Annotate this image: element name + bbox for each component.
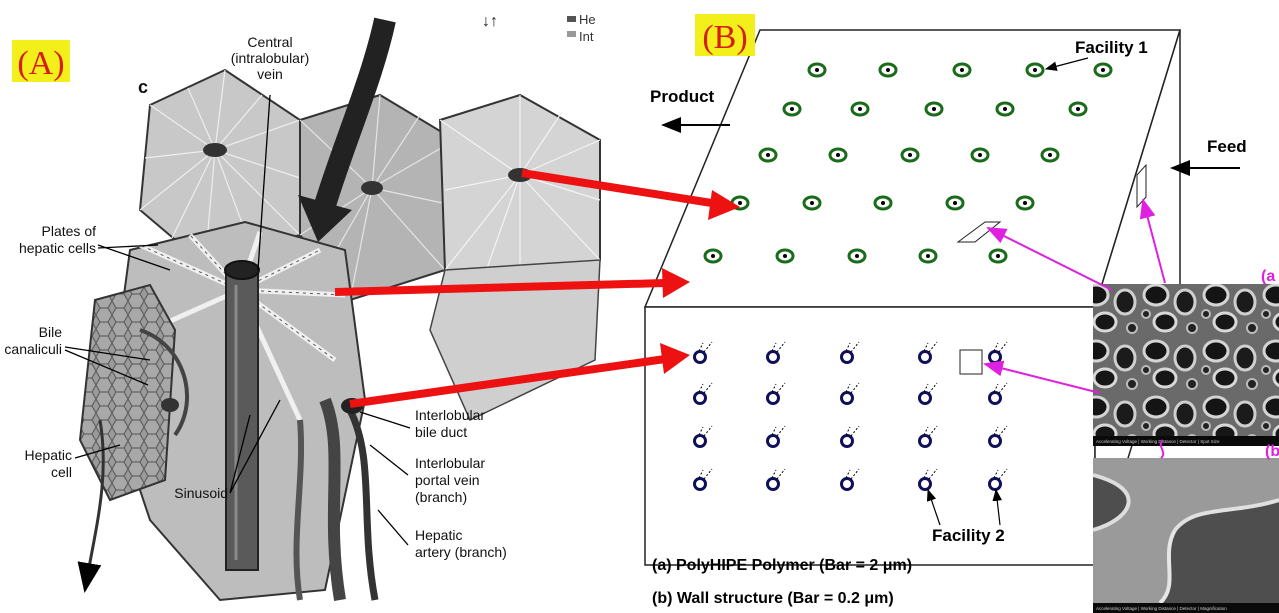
facility-1-marker: [784, 103, 800, 115]
label-hepatic-cell-2: cell: [51, 464, 72, 480]
facility-1-marker: [1027, 64, 1043, 76]
product-label: Product: [650, 87, 715, 106]
facility-1-marker: [875, 197, 891, 209]
svg-text:↓↑: ↓↑: [482, 13, 498, 30]
label-plates-2: hepatic cells: [19, 240, 96, 256]
label-bile-2: canaliculi: [4, 341, 62, 357]
facility-1-marker: [947, 197, 963, 209]
label-central-vein-3: vein: [257, 66, 283, 82]
label-hepatic-artery-2: artery (branch): [415, 544, 507, 560]
facility-1-marker: [809, 64, 825, 76]
sem-b-databar: Accelerating Voltage | Working Distance …: [1096, 606, 1227, 611]
label-bile-1: Bile: [39, 324, 63, 340]
facility-1-marker: [997, 103, 1013, 115]
label-central-vein-2: (intralobular): [231, 50, 310, 66]
figure-letter-c: c: [138, 77, 148, 97]
badge-b: (B): [695, 14, 755, 56]
label-hepatic-cell-1: Hepatic: [25, 447, 72, 463]
legend-he: He: [579, 12, 596, 27]
facility-1-marker: [926, 103, 942, 115]
facility-1-marker: [990, 250, 1006, 262]
label-hepatic-artery-1: Hepatic: [415, 527, 462, 543]
facility-1-marker: [705, 250, 721, 262]
label-sinusoid: Sinusoid: [174, 485, 228, 501]
facility-1-marker: [1070, 103, 1086, 115]
label-portal-vein-3: (branch): [415, 489, 467, 505]
facility-1-label: Facility 1: [1075, 38, 1148, 57]
label-portal-vein-2: portal vein: [415, 472, 480, 488]
label-bile-duct-2: bile duct: [415, 424, 467, 440]
sem-micrograph-b: Accelerating Voltage | Working Distance …: [1093, 443, 1279, 613]
facility-1-marker: [804, 197, 820, 209]
label-portal-vein-1: Interlobular: [415, 455, 485, 471]
facility-1-marker: [1095, 64, 1111, 76]
micro-b-label: (b: [1265, 443, 1279, 460]
facility-1-marker: [954, 64, 970, 76]
facility-1-marker: [760, 149, 776, 161]
label-bile-duct-1: Interlobular: [415, 407, 485, 423]
caption-polyhipe: (a) PolyHIPE Polymer (Bar = 2 μm): [652, 557, 912, 574]
facility-1-marker: [830, 149, 846, 161]
label-central-vein-1: Central: [247, 34, 292, 50]
legend-int: Int: [579, 29, 594, 44]
facility-1-marker: [920, 250, 936, 262]
facility-1-marker: [849, 250, 865, 262]
liver-lobule-illustration: Central (intralobular) vein Plates of he…: [0, 0, 640, 613]
facility-1-marker: [1017, 197, 1033, 209]
facility-1-marker: [852, 103, 868, 115]
facility-1-marker: [972, 149, 988, 161]
facility-1-marker: [902, 149, 918, 161]
facility-1-marker: [1042, 149, 1058, 161]
front-sample-window: [960, 350, 982, 374]
sem-a-databar: Accelerating Voltage | Working Distance …: [1096, 439, 1220, 444]
badge-b-text: (B): [702, 19, 747, 56]
feed-label: Feed: [1207, 137, 1247, 156]
caption-wall-structure: (b) Wall structure (Bar = 0.2 μm): [652, 590, 894, 607]
sem-micrograph-a: Accelerating Voltage | Working Distance …: [1093, 268, 1279, 446]
facility-2-label: Facility 2: [932, 526, 1005, 545]
badge-a-text: (A): [17, 45, 64, 82]
facility-1-marker: [880, 64, 896, 76]
label-plates-1: Plates of: [42, 223, 97, 239]
micro-a-label: (a: [1261, 268, 1275, 285]
badge-a: (A): [12, 40, 70, 82]
facility-1-marker: [777, 250, 793, 262]
